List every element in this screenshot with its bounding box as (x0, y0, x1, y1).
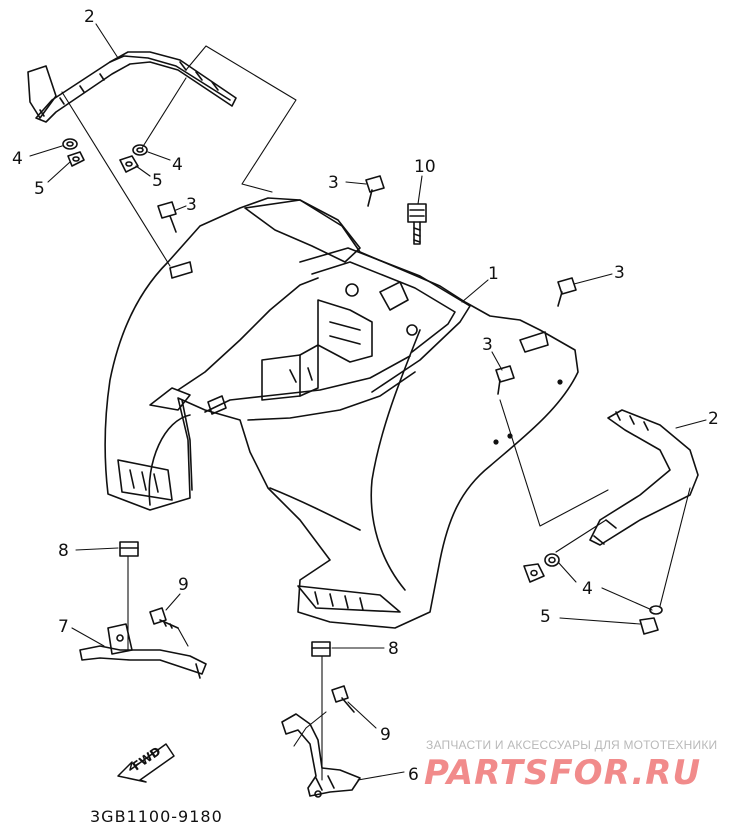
screw-part-3-right-upper (557, 277, 577, 307)
fwd-label: FWD (130, 744, 164, 773)
callout-2-top: 2 (84, 7, 95, 27)
callout-10: 10 (414, 157, 436, 177)
nut-part-5-far-right (639, 617, 659, 635)
callout-5-upper-left: 5 (34, 179, 45, 199)
watermark-caption: ЗАПЧАСТИ И АКСЕССУАРЫ ДЛЯ МОТОТЕХНИКИ (426, 738, 717, 752)
watermark: ЗАПЧАСТИ И АКСЕССУАРЫ ДЛЯ МОТОТЕХНИКИ PA… (424, 738, 717, 793)
fender-strip-part-2-right (589, 409, 699, 546)
callout-3-right-upper: 3 (614, 263, 625, 283)
callout-3-top: 3 (328, 173, 339, 193)
callout-3-right-mid: 3 (482, 335, 493, 355)
nut-part-5-upper-mid (119, 155, 139, 173)
bracket-part-7 (79, 623, 207, 679)
callout-4-right: 4 (582, 579, 593, 599)
callout-4-upper-left: 4 (12, 149, 23, 169)
screw-part-3-right-mid (495, 365, 515, 395)
callout-8-left: 8 (58, 541, 69, 561)
watermark-brand: PARTSFOR.RU (424, 753, 701, 793)
bolt-part-9-left (149, 607, 179, 629)
washer-part-4-upper-left (62, 138, 78, 150)
callout-1: 1 (488, 264, 499, 284)
grommet-part-8-left (119, 541, 139, 557)
fwd-arrow-icon (117, 743, 175, 783)
washer-part-4-upper-mid (132, 144, 148, 156)
callout-6: 6 (408, 765, 419, 785)
grommet-part-8-bottom (311, 641, 331, 657)
fender-strip-part-2-left (27, 51, 237, 123)
screw-part-3-top (365, 175, 385, 207)
callout-7: 7 (58, 617, 69, 637)
drawing-code: 3GB1100-9180 (90, 807, 223, 826)
callout-2-right: 2 (708, 409, 719, 429)
nut-part-5-upper-left (67, 151, 85, 167)
screw-part-3-left (157, 201, 177, 233)
washer-part-4-right (544, 553, 560, 567)
nut-part-5-right (523, 563, 545, 583)
callout-5-upper-mid: 5 (152, 171, 163, 191)
bolt-part-9-bottom (331, 685, 355, 713)
bolt-part-10 (407, 203, 427, 245)
callout-8-bottom: 8 (388, 639, 399, 659)
washer-part-4-far-right (649, 605, 663, 615)
callout-5-right: 5 (540, 607, 551, 627)
callout-9-left: 9 (178, 575, 189, 595)
callout-3-left: 3 (186, 195, 197, 215)
bracket-part-6 (281, 713, 361, 798)
callout-9-bottom: 9 (380, 725, 391, 745)
callout-labels: 1 2 2 3 3 3 3 4 4 4 5 5 5 6 7 8 8 9 9 10 (12, 7, 719, 785)
leader-lines (29, 23, 707, 781)
callout-4-upper-mid: 4 (172, 155, 183, 175)
rear-fender-part-1 (104, 197, 579, 629)
